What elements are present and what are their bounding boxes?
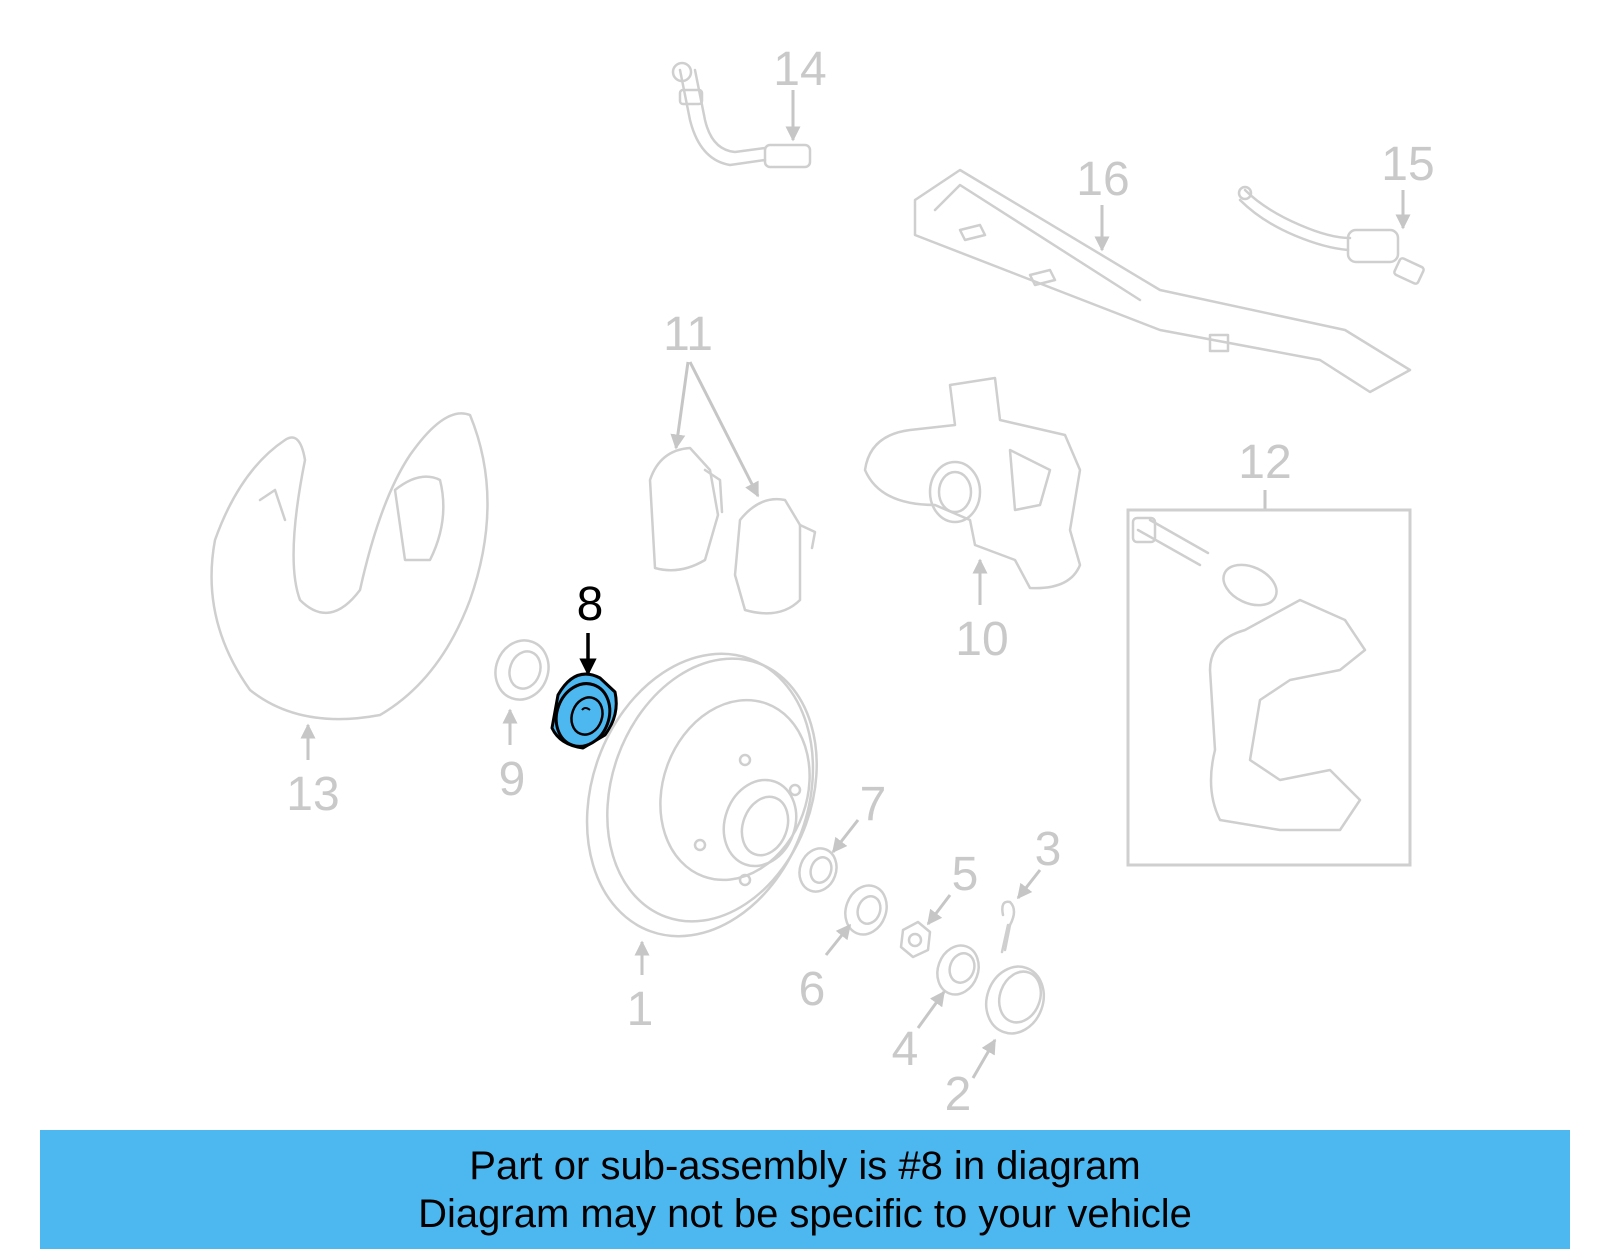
part-2-dust-cap[interactable]: [977, 958, 1053, 1041]
parts-diagram: 14 15 16 11 10 12: [210, 43, 1435, 1121]
callout-11[interactable]: 11: [663, 308, 713, 361]
callout-14[interactable]: 14: [773, 43, 826, 96]
part-16-bracket[interactable]: [913, 168, 1412, 394]
callout-5[interactable]: 5: [952, 848, 979, 901]
banner-line-1: Part or sub-assembly is #8 in diagram: [469, 1143, 1141, 1188]
part-14-brake-hose[interactable]: [671, 61, 812, 169]
callout-7[interactable]: 7: [860, 778, 887, 831]
callout-15[interactable]: 15: [1381, 138, 1434, 191]
callout-6[interactable]: 6: [799, 963, 826, 1016]
arrow-11b: [688, 361, 760, 498]
part-1-brake-rotor[interactable]: [549, 622, 852, 968]
info-banner: Part or sub-assembly is #8 in diagram Di…: [40, 1130, 1570, 1249]
callout-8[interactable]: 8: [577, 578, 604, 631]
arrow-2: [971, 1038, 997, 1079]
banner-line-2: Diagram may not be specific to your vehi…: [418, 1191, 1192, 1236]
part-6-washer[interactable]: [839, 880, 894, 941]
part-11-brake-pads[interactable]: [648, 446, 817, 615]
callout-9[interactable]: 9: [499, 753, 526, 806]
part-9-seal[interactable]: [487, 633, 556, 707]
part-4-retainer[interactable]: [931, 940, 986, 1001]
arrow-11a: [670, 361, 690, 450]
arrow-3: [1016, 869, 1042, 900]
part-15-wear-sensor[interactable]: [1237, 185, 1425, 285]
part-10-caliper[interactable]: [863, 376, 1082, 590]
part-12-kit-box: [1126, 508, 1412, 867]
part-5-nut[interactable]: [899, 920, 932, 959]
arrow-7: [831, 819, 860, 854]
part-12-carrier-kit[interactable]: [1131, 516, 1367, 832]
callout-3[interactable]: 3: [1035, 823, 1062, 876]
callout-2[interactable]: 2: [945, 1068, 972, 1121]
callout-12[interactable]: 12: [1238, 436, 1291, 489]
callout-10[interactable]: 10: [955, 613, 1008, 666]
callout-1[interactable]: 1: [627, 983, 654, 1036]
callout-13[interactable]: 13: [286, 768, 339, 821]
part-13-splash-shield[interactable]: [210, 412, 489, 721]
part-3-cotter-pin[interactable]: [1000, 900, 1016, 954]
part-7-ring[interactable]: [794, 843, 843, 897]
callout-4[interactable]: 4: [892, 1023, 919, 1076]
part-8-wheel-bearing[interactable]: [548, 672, 619, 754]
arrow-5: [926, 894, 952, 926]
arrow-6: [824, 923, 852, 956]
callout-16[interactable]: 16: [1076, 153, 1129, 206]
arrow-4: [916, 990, 946, 1029]
